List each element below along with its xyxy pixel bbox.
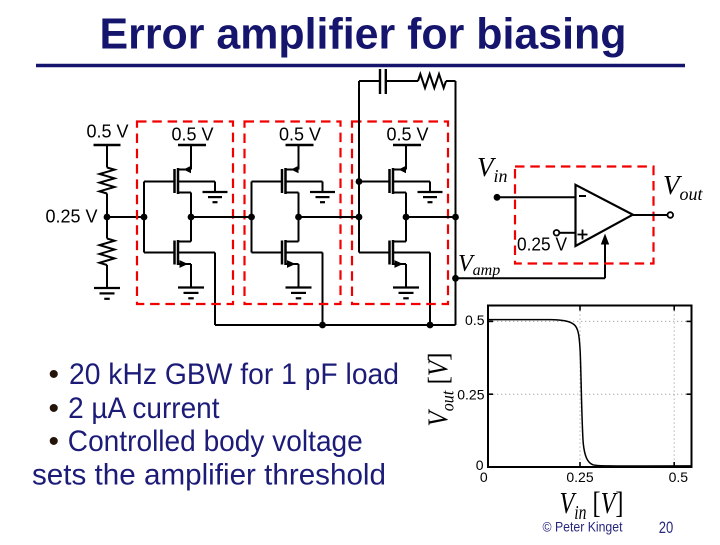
svg-text:0.5 V: 0.5 V: [279, 125, 321, 145]
svg-text:0: 0: [476, 457, 484, 473]
svg-text:Error amplifier for biasing: Error amplifier for biasing: [100, 10, 627, 59]
svg-text:0.25: 0.25: [566, 469, 593, 485]
svg-text:0.5 V: 0.5 V: [386, 125, 428, 145]
svg-text:20: 20: [659, 519, 674, 537]
svg-text:Controlled body voltage: Controlled body voltage: [68, 425, 363, 458]
svg-text:2 µA current: 2 µA current: [68, 392, 220, 425]
svg-text:© Peter Kinget: © Peter Kinget: [543, 519, 623, 535]
svg-text:20 kHz GBW for 1 pF load: 20 kHz GBW for 1 pF load: [69, 358, 399, 391]
svg-text:0.5: 0.5: [669, 469, 689, 485]
svg-text:•: •: [49, 358, 60, 391]
svg-text:•: •: [49, 425, 60, 458]
svg-text:0.5: 0.5: [465, 312, 485, 328]
svg-text:Vout [V]: Vout [V]: [424, 353, 458, 427]
svg-text:•: •: [49, 392, 60, 425]
svg-text:0.25 V: 0.25 V: [45, 207, 97, 227]
svg-text:Vin [V]: Vin [V]: [560, 485, 624, 524]
svg-text:0.25 V: 0.25 V: [517, 235, 567, 255]
svg-text:0: 0: [480, 469, 488, 485]
svg-text:Vin: Vin: [477, 152, 508, 186]
svg-text:sets the amplifier threshold: sets the amplifier threshold: [32, 459, 386, 492]
svg-text:0.25: 0.25: [457, 386, 484, 402]
svg-text:0.5 V: 0.5 V: [86, 122, 128, 142]
svg-text:0.5 V: 0.5 V: [171, 125, 213, 145]
